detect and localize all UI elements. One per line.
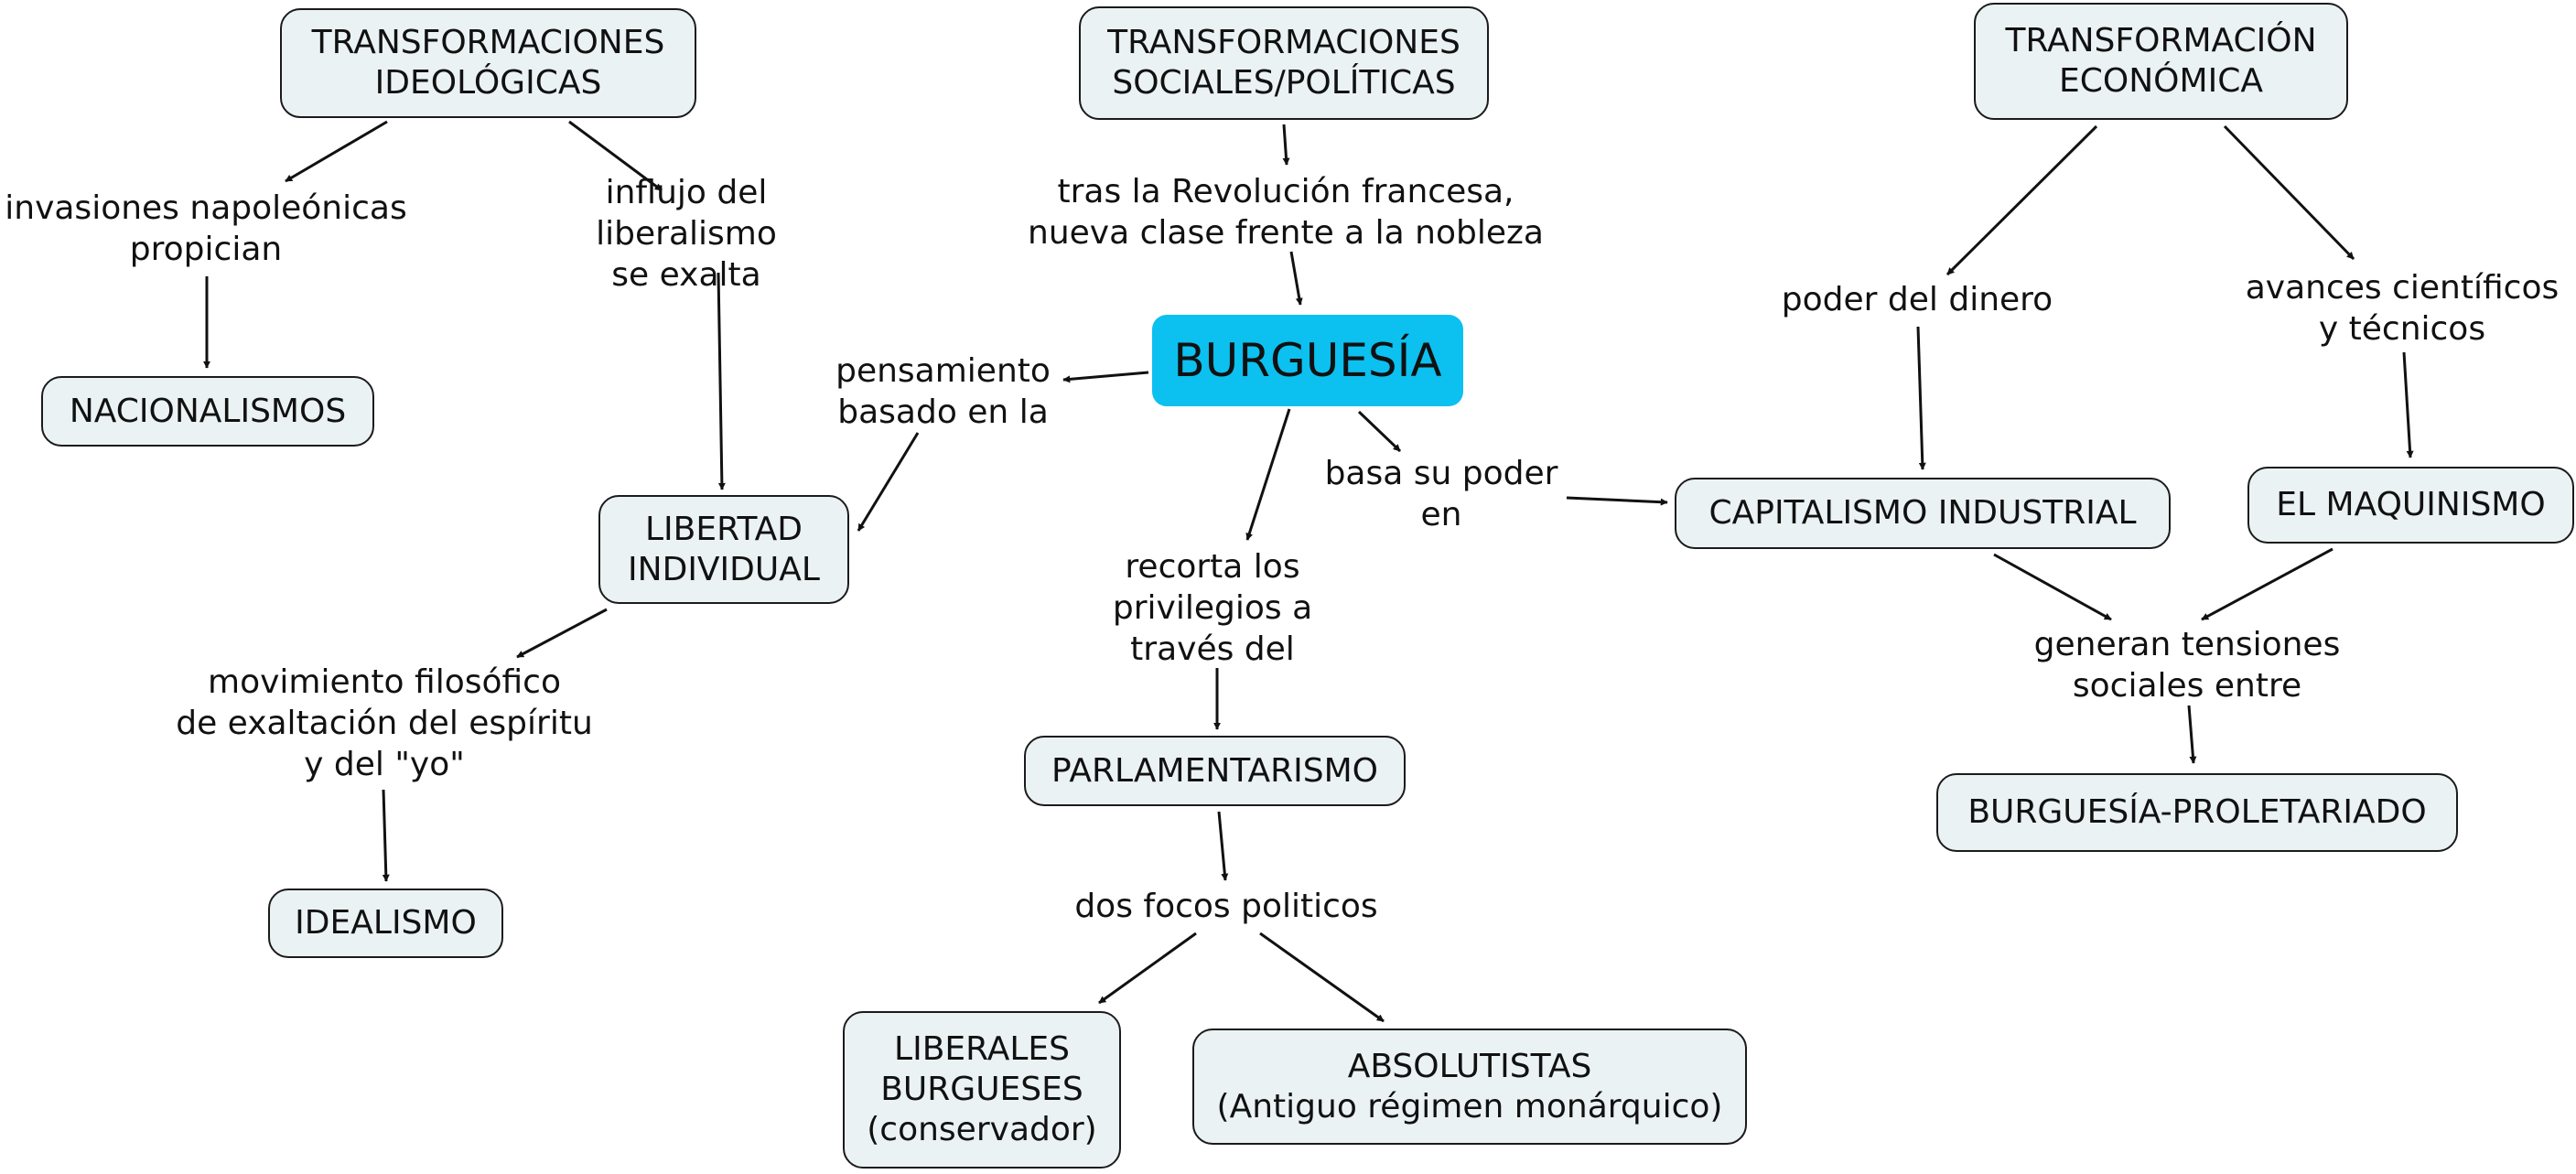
arrow-parlamentarismo-to-dosfocos <box>1217 811 1229 881</box>
arrow-ideologicas-to-influjo <box>568 120 663 192</box>
node-transformaciones-ideologicas[interactable]: TRANSFORMACIONES IDEOLÓGICAS <box>280 8 696 118</box>
connector-arrows <box>203 120 2414 1023</box>
node-el-maquinismo[interactable]: EL MAQUINISMO <box>2247 467 2574 544</box>
node-burguesia-central[interactable]: BURGUESÍA <box>1152 315 1463 406</box>
link-pensamiento-basado: pensamiento basado en la <box>835 352 1051 431</box>
arrow-tras-to-burguesia <box>1289 251 1303 306</box>
arrow-capitalismo-to-generan <box>1993 553 2112 621</box>
node-absolutistas[interactable]: ABSOLUTISTAS (Antiguo régimen monárquico… <box>1192 1029 1747 1145</box>
arrow-burguesia-to-recorta <box>1245 408 1291 541</box>
node-transformaciones-sociales-politicas[interactable]: TRANSFORMACIONES SOCIALES/POLÍTICAS <box>1079 6 1489 120</box>
arrow-burguesia-to-basa <box>1357 410 1402 453</box>
node-capitalismo-industrial[interactable]: CAPITALISMO INDUSTRIAL <box>1675 478 2171 549</box>
arrow-dosfocos-to-absolutistas <box>1259 932 1385 1023</box>
node-libertad-individual[interactable]: LIBERTAD INDIVIDUAL <box>598 495 849 604</box>
arrow-libertad-to-movimiento <box>516 608 608 659</box>
link-influjo-del-liberalismo: influjo del liberalismo se exalta <box>596 173 777 294</box>
node-burguesia-proletariado[interactable]: BURGUESÍA-PROLETARIADO <box>1936 773 2458 852</box>
node-idealismo[interactable]: IDEALISMO <box>268 889 503 958</box>
node-parlamentarismo[interactable]: PARLAMENTARISMO <box>1024 736 1406 806</box>
link-invasiones-napoleonicas: invasiones napoleónicas propician <box>5 189 407 268</box>
arrow-avances-to-maquinismo <box>2402 351 2414 458</box>
arrow-pensamiento-to-libertad <box>857 432 920 532</box>
link-generan-tensiones: generan tensiones sociales entre <box>2033 626 2341 705</box>
arrow-economica-to-poder <box>1945 124 2098 276</box>
link-recorta-los-privilegios: recorta los privilegios a través del <box>1112 547 1313 668</box>
node-liberales-burgueses[interactable]: LIBERALES BURGUESES (conservador) <box>843 1011 1121 1169</box>
link-movimiento-filosofico: movimiento filosófico de exaltación del … <box>176 662 593 783</box>
arrow-dosfocos-to-liberales <box>1098 932 1197 1005</box>
arrow-burguesia-to-pensamiento <box>1062 371 1149 383</box>
arrow-ideologicas-to-invasiones <box>285 120 388 183</box>
link-avances-cientificos: avances científicos y técnicos <box>2245 269 2560 348</box>
arrow-poder-to-capitalismo <box>1916 326 1926 470</box>
arrow-economica-to-avances <box>2223 124 2355 261</box>
link-poder-del-dinero: poder del dinero <box>1781 280 2053 318</box>
arrow-sociales-to-tras <box>1282 124 1290 166</box>
arrow-generan-to-proletariado <box>2187 705 2197 764</box>
link-tras-la-revolucion: tras la Revolución francesa, nueva clase… <box>1028 173 1544 252</box>
arrow-movimiento-to-idealismo <box>382 789 390 882</box>
arrow-maquinismo-to-generan <box>2201 547 2333 621</box>
node-transformacion-economica[interactable]: TRANSFORMACIÓN ECONÓMICA <box>1974 3 2348 120</box>
arrow-basa-to-capitalismo <box>1566 496 1668 506</box>
link-basa-su-poder: basa su poder en <box>1324 455 1558 533</box>
arrow-influjo-to-libertad <box>717 272 726 490</box>
node-nacionalismos[interactable]: NACIONALISMOS <box>41 376 374 447</box>
link-dos-focos-politicos: dos focos politicos <box>1074 887 1378 925</box>
